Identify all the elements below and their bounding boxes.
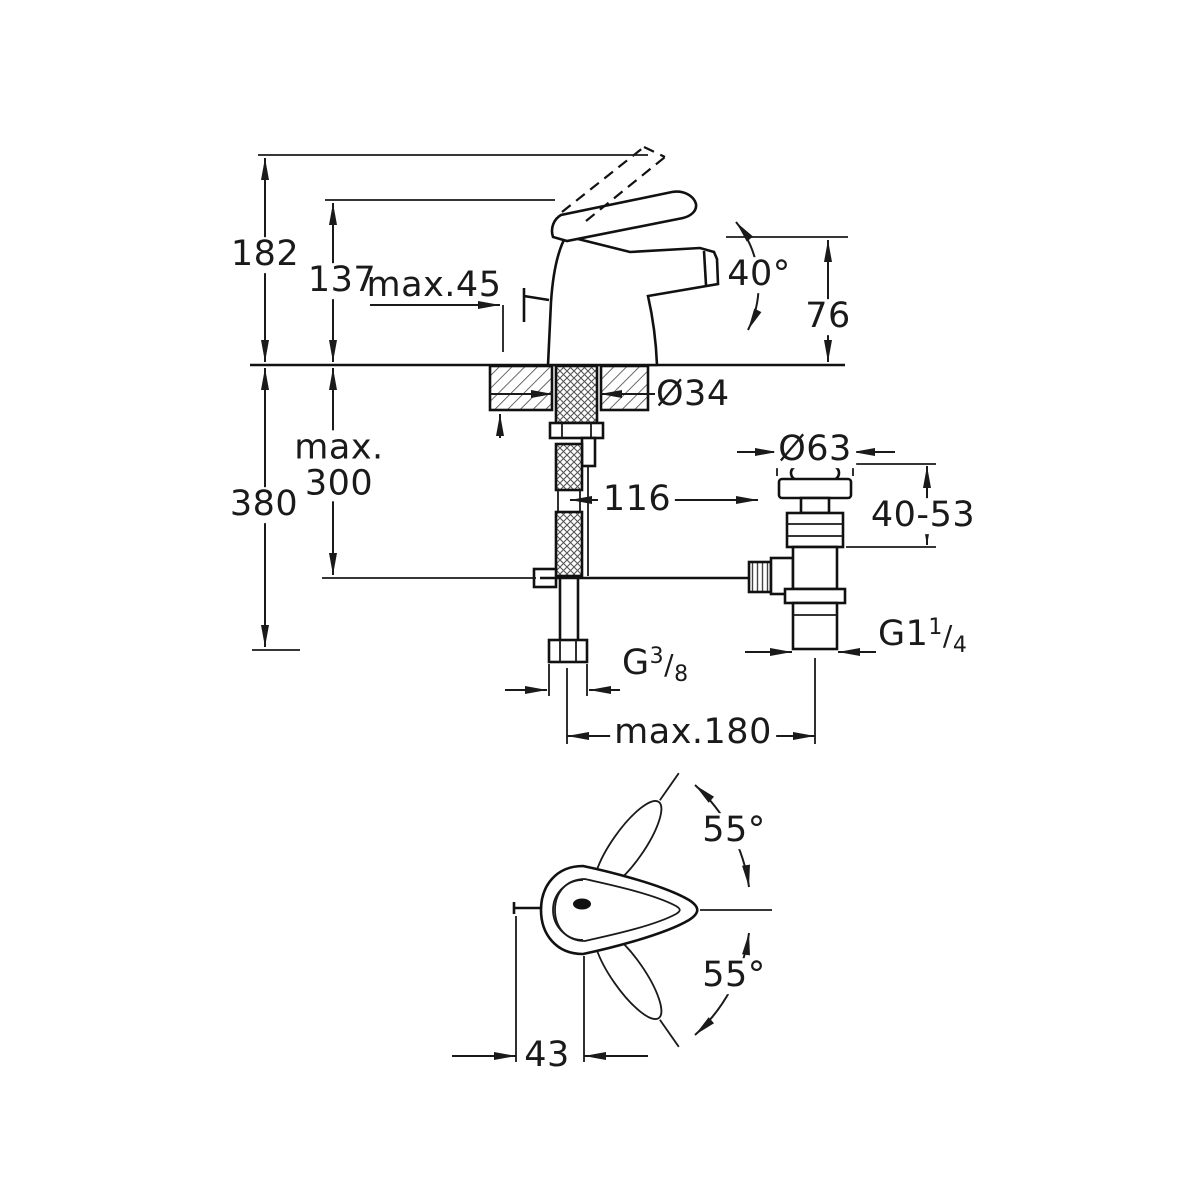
faucet-shank-and-hoses [547, 364, 605, 664]
waste-upper-nut [785, 511, 845, 549]
faucet-body [522, 146, 720, 367]
g38-slash: / [664, 648, 675, 682]
dim-label-max45: max.45 [366, 265, 502, 306]
spout-aerator-line [702, 250, 708, 286]
g38-numerator: 3 [649, 644, 665, 670]
dim-label-55deg-upper: 55° [698, 812, 770, 849]
dim-label-g3-8: G3/8 [622, 643, 689, 686]
lever-handle-side [550, 190, 698, 243]
dim-label-182: 182 [226, 236, 304, 273]
handle-slot [573, 898, 591, 910]
flexible-hose-upper [554, 442, 584, 492]
dim-label-dia34: Ø34 [656, 374, 730, 415]
knurled-adjuster [747, 560, 773, 594]
dim-label-dia63: Ø63 [774, 431, 856, 468]
handle-outline [539, 864, 699, 956]
rod-guide [580, 436, 597, 468]
handle-top-view [512, 772, 772, 1048]
threaded-shank [554, 364, 599, 425]
mounting-nut [548, 421, 605, 440]
counter-surface [250, 363, 845, 412]
dim-label-max300-line1: max. [294, 427, 384, 468]
dim-label-76: 76 [801, 298, 855, 335]
g114-numerator: 1 [928, 615, 943, 641]
pop-up-waste-assembly [777, 464, 853, 651]
pull-rod-knob [522, 288, 550, 322]
waste-outlet-tube [791, 601, 839, 651]
dim-g3-8 [505, 664, 620, 696]
dim-max45 [370, 301, 504, 438]
g38-prefix: G [622, 643, 650, 684]
dim-label-40deg: 40° [723, 256, 795, 293]
dim-label-55deg-lower: 55° [698, 957, 770, 994]
dim-label-max180: max.180 [610, 714, 776, 751]
dim-label-max300-line2: 300 [304, 463, 374, 503]
lever-raised-position-dashed [561, 146, 666, 222]
dim-label-43: 43 [520, 1037, 574, 1074]
hose-connection-nut [547, 638, 589, 664]
dim-label-max300: max. 300 [290, 427, 388, 503]
g114-prefix: G1 [878, 614, 929, 655]
waste-flange [777, 477, 853, 500]
dim-label-380: 380 [225, 486, 303, 523]
dim-label-40-53: 40-53 [866, 497, 980, 534]
handle-inner-line [554, 878, 681, 942]
dim-43 [452, 916, 648, 1062]
g114-slash: / [942, 619, 953, 653]
g114-denominator: 4 [952, 633, 968, 659]
dim-label-137: 137 [303, 262, 381, 299]
flexible-hose-lower [554, 510, 584, 578]
dim-label-116: 116 [598, 481, 676, 518]
g38-denominator: 8 [674, 662, 689, 688]
dim-label-g1-1-4: G11/4 [878, 614, 967, 657]
waste-body [791, 545, 839, 591]
